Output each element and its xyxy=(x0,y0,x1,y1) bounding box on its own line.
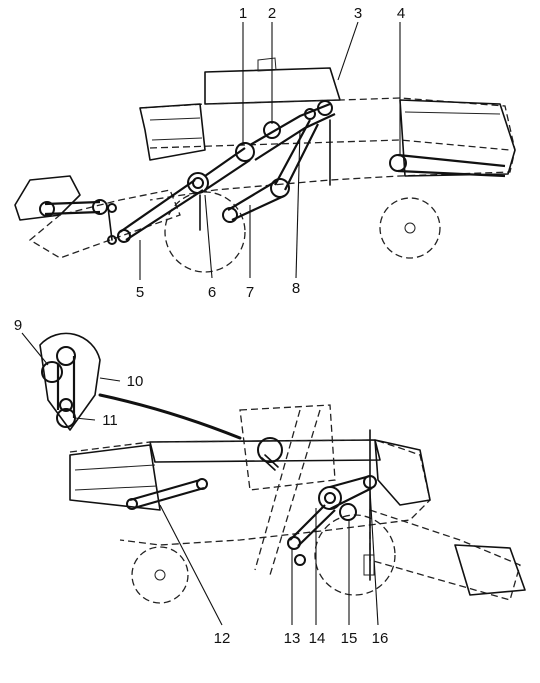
leader-16 xyxy=(369,489,379,626)
callout-12: 12 xyxy=(214,630,231,647)
elevator-housing xyxy=(239,404,336,491)
pulley-13 xyxy=(287,536,301,550)
callout-6: 6 xyxy=(208,284,216,301)
leader-12 xyxy=(159,504,223,626)
feeder-arm xyxy=(107,206,113,241)
rear-wheel-hub-top xyxy=(404,222,416,234)
pulley-5 xyxy=(117,229,131,243)
tank-cap xyxy=(257,57,277,72)
feeder-mid-pulley xyxy=(107,203,117,213)
pulley-14-inner xyxy=(324,492,336,504)
header-bottom xyxy=(369,509,521,601)
leader-8 xyxy=(295,129,301,279)
leader-9 xyxy=(21,332,49,366)
header-box-bottom xyxy=(454,544,526,596)
engine-housing xyxy=(399,99,516,177)
belt-1-upper xyxy=(204,147,251,191)
top-callout-leaders xyxy=(139,21,401,280)
belt-5-long xyxy=(119,179,204,241)
belt-8-diag xyxy=(274,119,319,191)
bottom-callout-leaders xyxy=(21,332,379,626)
leader-3 xyxy=(337,21,359,81)
callout-13: 13 xyxy=(284,630,301,647)
inset-arrow xyxy=(98,393,242,440)
combine-left-side-view xyxy=(14,57,516,273)
inset-pulley-11b xyxy=(59,398,73,412)
callout-14: 14 xyxy=(309,630,326,647)
pulley-6-inner xyxy=(192,177,204,189)
bracket-bottom xyxy=(363,554,375,576)
inset-pulley-9 xyxy=(41,361,63,383)
pulley-13b xyxy=(294,554,306,566)
front-wheel-bottom xyxy=(314,514,396,596)
operator-cab-bottom xyxy=(374,439,431,506)
inset-detail xyxy=(39,332,242,440)
feeder-pulley-right xyxy=(92,199,108,215)
pulley-15 xyxy=(339,503,357,521)
callout-15: 15 xyxy=(341,630,358,647)
pulley-7-lower xyxy=(222,207,238,223)
callout-4: 4 xyxy=(397,5,405,22)
belt-7-lower xyxy=(227,179,285,221)
callout-7: 7 xyxy=(246,284,254,301)
inset-pulley-9b xyxy=(56,346,76,366)
leader-11 xyxy=(74,417,96,421)
rear-wheel-top xyxy=(379,197,441,259)
inset-outline xyxy=(39,332,101,431)
cab-line2 xyxy=(151,137,203,141)
elevator-pulley xyxy=(257,437,283,463)
callout-16: 16 xyxy=(372,630,389,647)
elevator-pulley-shade xyxy=(261,454,279,471)
cab-line xyxy=(149,117,201,121)
rear-wheel-hub-bottom xyxy=(154,569,166,581)
front-wheel-top xyxy=(164,191,246,273)
rear-wheel-bottom xyxy=(131,546,189,604)
combine-right-side-view xyxy=(69,404,526,604)
pulley-6 xyxy=(187,172,209,194)
body-lower-outline xyxy=(149,139,511,151)
body-top-box xyxy=(149,439,381,463)
callout-3: 3 xyxy=(354,5,362,22)
rear-engine-box xyxy=(69,444,161,511)
engine-line xyxy=(404,111,501,115)
pulley-3 xyxy=(317,100,333,116)
callout-9: 9 xyxy=(14,317,22,334)
pulley-12-left xyxy=(126,498,138,510)
feeder-belt xyxy=(44,200,101,216)
header-reel xyxy=(14,175,81,221)
pulley-12-right xyxy=(196,478,208,490)
header-outline xyxy=(28,189,181,259)
belt-12 xyxy=(129,478,205,510)
auger-tube xyxy=(254,409,321,576)
callout-numbers: 1 2 3 4 5 6 7 8 9 10 11 12 13 14 15 16 xyxy=(14,5,405,647)
callout-10: 10 xyxy=(127,373,144,390)
leader-10 xyxy=(99,377,121,382)
pulley-1 xyxy=(235,142,255,162)
feeder-lower-pulley xyxy=(107,235,117,245)
engine-line-b2 xyxy=(74,485,158,491)
operator-cab xyxy=(139,103,206,161)
pulley-3b xyxy=(304,108,316,120)
leader-6 xyxy=(204,194,213,279)
belt-4 xyxy=(397,153,506,178)
callout-8: 8 xyxy=(292,280,300,297)
callout-1: 1 xyxy=(239,5,247,22)
callout-2: 2 xyxy=(268,5,276,22)
callout-5: 5 xyxy=(136,284,144,301)
belt-14-16 xyxy=(329,474,373,510)
callout-11: 11 xyxy=(102,412,118,429)
engine-line-b1 xyxy=(74,464,156,471)
feeder-pulley-left xyxy=(39,201,55,217)
